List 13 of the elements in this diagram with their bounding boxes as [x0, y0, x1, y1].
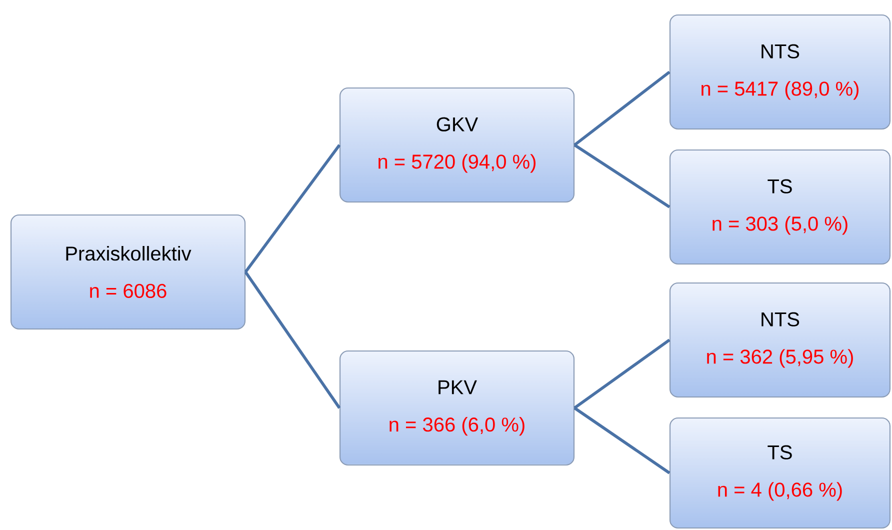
tree-box: GKV n = 5720 (94,0 %): [339, 87, 575, 203]
connector-line: [244, 271, 341, 409]
connector-line: [244, 144, 341, 273]
connector-line: [574, 144, 670, 208]
tree-box: TS n = 4 (0,66 %): [669, 417, 891, 529]
connector-line: [574, 70, 670, 146]
connector-line: [574, 338, 670, 410]
tree-box: Praxiskollektiv n = 6086: [10, 214, 246, 330]
connector-line: [574, 406, 670, 474]
tree-box: NTS n = 362 (5,95 %): [669, 282, 891, 398]
tree-box: TS n = 303 (5,0 %): [669, 149, 891, 265]
tree-box: NTS n = 5417 (89,0 %): [669, 14, 891, 130]
tree-box: PKV n = 366 (6,0 %): [339, 350, 575, 466]
